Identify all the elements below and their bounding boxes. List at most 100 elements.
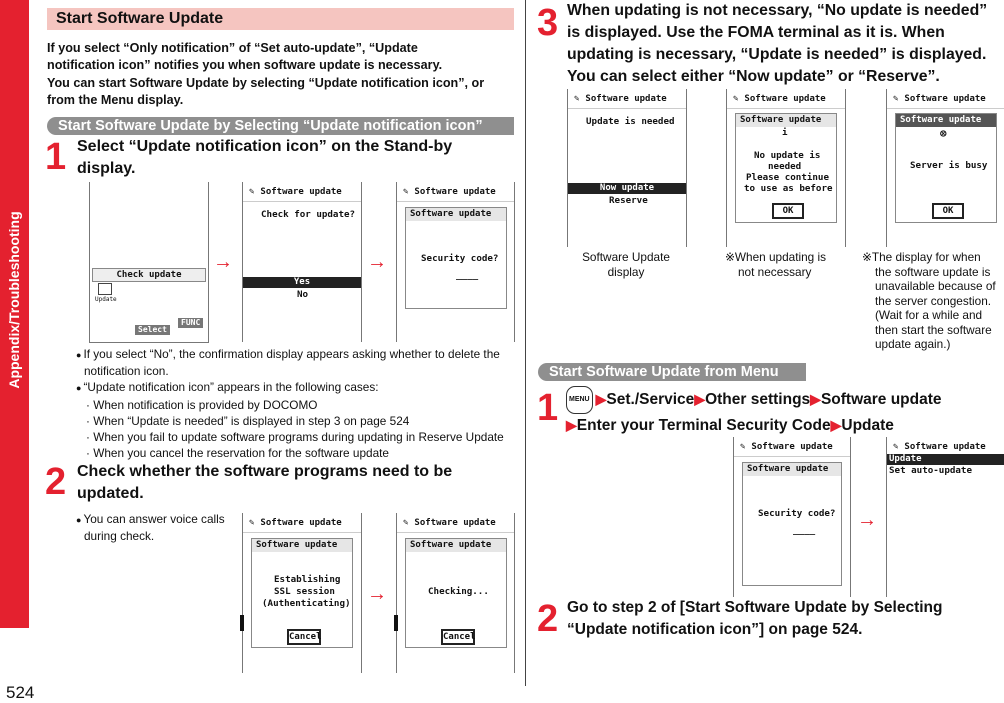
intro-line: notification icon” notifies you when sof… bbox=[47, 58, 443, 73]
softkey-select[interactable]: Select bbox=[135, 325, 170, 335]
intro-line: from the Menu display. bbox=[47, 92, 184, 107]
pencil-icon: ✎ bbox=[403, 518, 409, 528]
security-code-screen: ✎Software update Software update Securit… bbox=[396, 182, 515, 342]
reserve-option[interactable]: Reserve bbox=[609, 195, 648, 206]
step-title: Go to step 2 of [Start Software Update b… bbox=[567, 597, 1004, 641]
option-no[interactable]: No bbox=[297, 289, 309, 300]
note-line: “Update notification icon” appears in th… bbox=[76, 379, 516, 396]
screen-header: ✎Software update bbox=[574, 94, 667, 104]
pencil-icon: ✎ bbox=[249, 518, 255, 528]
note-line: · When you fail to update software progr… bbox=[86, 430, 504, 445]
screen-header-text: Software update bbox=[904, 442, 986, 452]
note-line: If you select “No”, the confirmation dis… bbox=[76, 346, 516, 363]
dialog-title: Software update bbox=[256, 540, 338, 550]
step-title-line: updated. bbox=[77, 485, 144, 502]
intro-line: You can start Software Update by selecti… bbox=[47, 75, 485, 90]
menu-item-set-auto-update[interactable]: Set auto-update bbox=[889, 465, 972, 476]
header-divider bbox=[887, 108, 1004, 109]
caption-line: the server congestion. bbox=[875, 293, 992, 308]
pencil-icon: ✎ bbox=[740, 442, 746, 452]
now-update-option[interactable]: Now update bbox=[568, 183, 686, 194]
note-line: notification icon. bbox=[84, 364, 169, 379]
server-busy-text: Server is busy bbox=[910, 160, 988, 171]
caption-line: ※The display for when bbox=[862, 250, 981, 264]
dialog-title: Software update bbox=[740, 115, 822, 125]
check-update-screen: ✎Software update Check for update? Yes N… bbox=[242, 182, 362, 342]
check-update-button[interactable]: Check update bbox=[92, 268, 206, 282]
arrow-icon: → bbox=[367, 251, 387, 273]
security-code-field[interactable]: ____ bbox=[793, 525, 816, 536]
caption-server-congestion: ※The display for when the software updat… bbox=[862, 250, 1004, 352]
subsection-title: Start Software Update by Selecting “Upda… bbox=[47, 117, 514, 135]
screen-header-text: Software update bbox=[744, 94, 826, 104]
menu-key-icon: MENU bbox=[566, 386, 593, 414]
message-line: Please continue bbox=[746, 172, 829, 183]
header-divider bbox=[397, 201, 514, 202]
prompt-text: Check for update? bbox=[261, 209, 356, 220]
header-divider bbox=[397, 532, 514, 533]
page-number: 524 bbox=[6, 683, 35, 702]
caption-line: update again.) bbox=[875, 337, 951, 351]
header-divider bbox=[734, 456, 850, 457]
caption-line: not necessary bbox=[738, 264, 812, 279]
caption-not-necessary: ※When updating is not necessary bbox=[725, 250, 855, 279]
softkey-func[interactable]: FUNC bbox=[178, 318, 204, 328]
pencil-icon: ✎ bbox=[893, 94, 899, 104]
side-tab-label: Appendix/Troubleshooting bbox=[6, 211, 22, 389]
update-notification-icon[interactable] bbox=[98, 283, 112, 295]
step-title-line: Check whether the software programs need… bbox=[77, 463, 453, 480]
dialog-box: Software update Establishing SSL session… bbox=[251, 538, 353, 648]
message-line: No update is bbox=[754, 150, 821, 161]
section-title: Start Software Update bbox=[47, 8, 514, 30]
step-title-line: display. bbox=[77, 160, 136, 177]
cancel-button[interactable]: Cancel bbox=[287, 629, 322, 645]
pencil-icon: ✎ bbox=[403, 187, 409, 197]
step-number: 3 bbox=[537, 2, 559, 44]
security-code-field[interactable]: ____ bbox=[456, 270, 479, 281]
screen-header: ✎Software update bbox=[249, 518, 342, 528]
dialog-box: Software update Security code? ____ bbox=[742, 462, 842, 586]
server-busy-screen: ✎Software update Software update ⊗ Serve… bbox=[886, 89, 1004, 247]
menu-item-update[interactable]: Update bbox=[887, 454, 1004, 465]
menu-path-item: Update bbox=[841, 417, 894, 434]
checking-screen: ✎Software update Software update Checkin… bbox=[394, 513, 515, 673]
info-icon: i bbox=[782, 127, 788, 138]
header-divider bbox=[727, 108, 845, 109]
step-number: 1 bbox=[45, 136, 67, 178]
step-title-line: Select “Update notification icon” on the… bbox=[77, 138, 453, 155]
cancel-button[interactable]: Cancel bbox=[441, 629, 476, 645]
ok-button[interactable]: OK bbox=[772, 203, 804, 219]
screen-header: ✎Software update bbox=[403, 187, 496, 197]
arrow-icon: → bbox=[367, 583, 387, 605]
status-line: (Authenticating) bbox=[262, 598, 351, 609]
screen-header-text: Software update bbox=[585, 94, 667, 104]
header-divider bbox=[243, 532, 361, 533]
step1-notes: If you select “No”, the confirmation dis… bbox=[76, 346, 516, 461]
step2-notes: You can answer voice calls during check. bbox=[76, 511, 236, 544]
scroll-marker bbox=[240, 615, 244, 631]
dialog-box: Software update ⊗ Server is busy OK bbox=[895, 113, 997, 223]
option-yes[interactable]: Yes bbox=[243, 277, 361, 288]
ssl-session-screen: ✎Software update Software update Establi… bbox=[240, 513, 362, 673]
screen-header: ✎ Software update bbox=[893, 442, 986, 452]
note-line: You can answer voice calls bbox=[76, 511, 236, 528]
update-icon-label: Update bbox=[95, 296, 117, 303]
pencil-icon: ✎ bbox=[893, 442, 899, 452]
caption-line: (Wait for a while and bbox=[875, 308, 983, 322]
message-line: to use as before bbox=[744, 183, 833, 194]
dialog-box: Software update Security code? ____ bbox=[405, 207, 507, 309]
screen-header: ✎Software update bbox=[733, 94, 826, 104]
ok-button[interactable]: OK bbox=[932, 203, 964, 219]
dialog-box: Software update i No update is needed Pl… bbox=[735, 113, 837, 223]
menu-path-item: Other settings bbox=[705, 391, 811, 409]
step-number: 2 bbox=[45, 461, 67, 503]
header-divider bbox=[568, 108, 686, 109]
caption-line: then start the software bbox=[875, 322, 992, 337]
screen-header: ✎Software update bbox=[893, 94, 986, 104]
step-title-line: “Update notification icon”] on page 524. bbox=[567, 621, 863, 638]
header-divider bbox=[243, 201, 361, 202]
note-line: · When you cancel the reservation for th… bbox=[86, 446, 389, 461]
screen-header: ✎Software update bbox=[403, 518, 496, 528]
software-update-menu-screen: ✎ Software update Update Set auto-update bbox=[886, 437, 1004, 597]
screen-header-text: Software update bbox=[751, 442, 833, 452]
